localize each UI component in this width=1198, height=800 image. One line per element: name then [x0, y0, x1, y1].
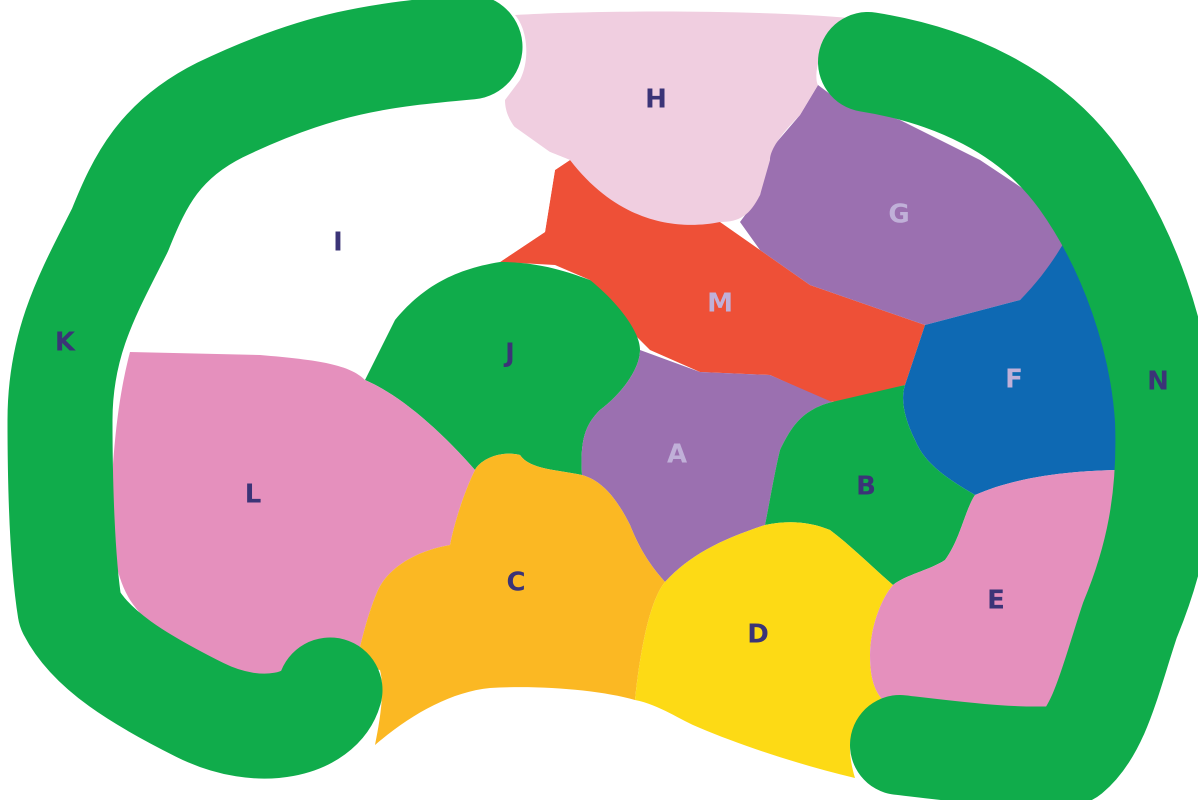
- label-h: H: [645, 85, 667, 115]
- label-f: F: [1005, 365, 1023, 395]
- label-n: N: [1147, 367, 1169, 397]
- label-k: K: [55, 328, 76, 358]
- label-d: D: [747, 620, 769, 650]
- label-g: G: [888, 200, 909, 230]
- label-a: A: [667, 440, 687, 470]
- label-i: I: [333, 228, 343, 258]
- label-j: J: [503, 339, 515, 369]
- label-c: C: [506, 568, 525, 598]
- label-b: B: [856, 472, 876, 502]
- label-l: L: [245, 480, 262, 510]
- label-e: E: [987, 586, 1005, 616]
- label-m: M: [707, 289, 733, 319]
